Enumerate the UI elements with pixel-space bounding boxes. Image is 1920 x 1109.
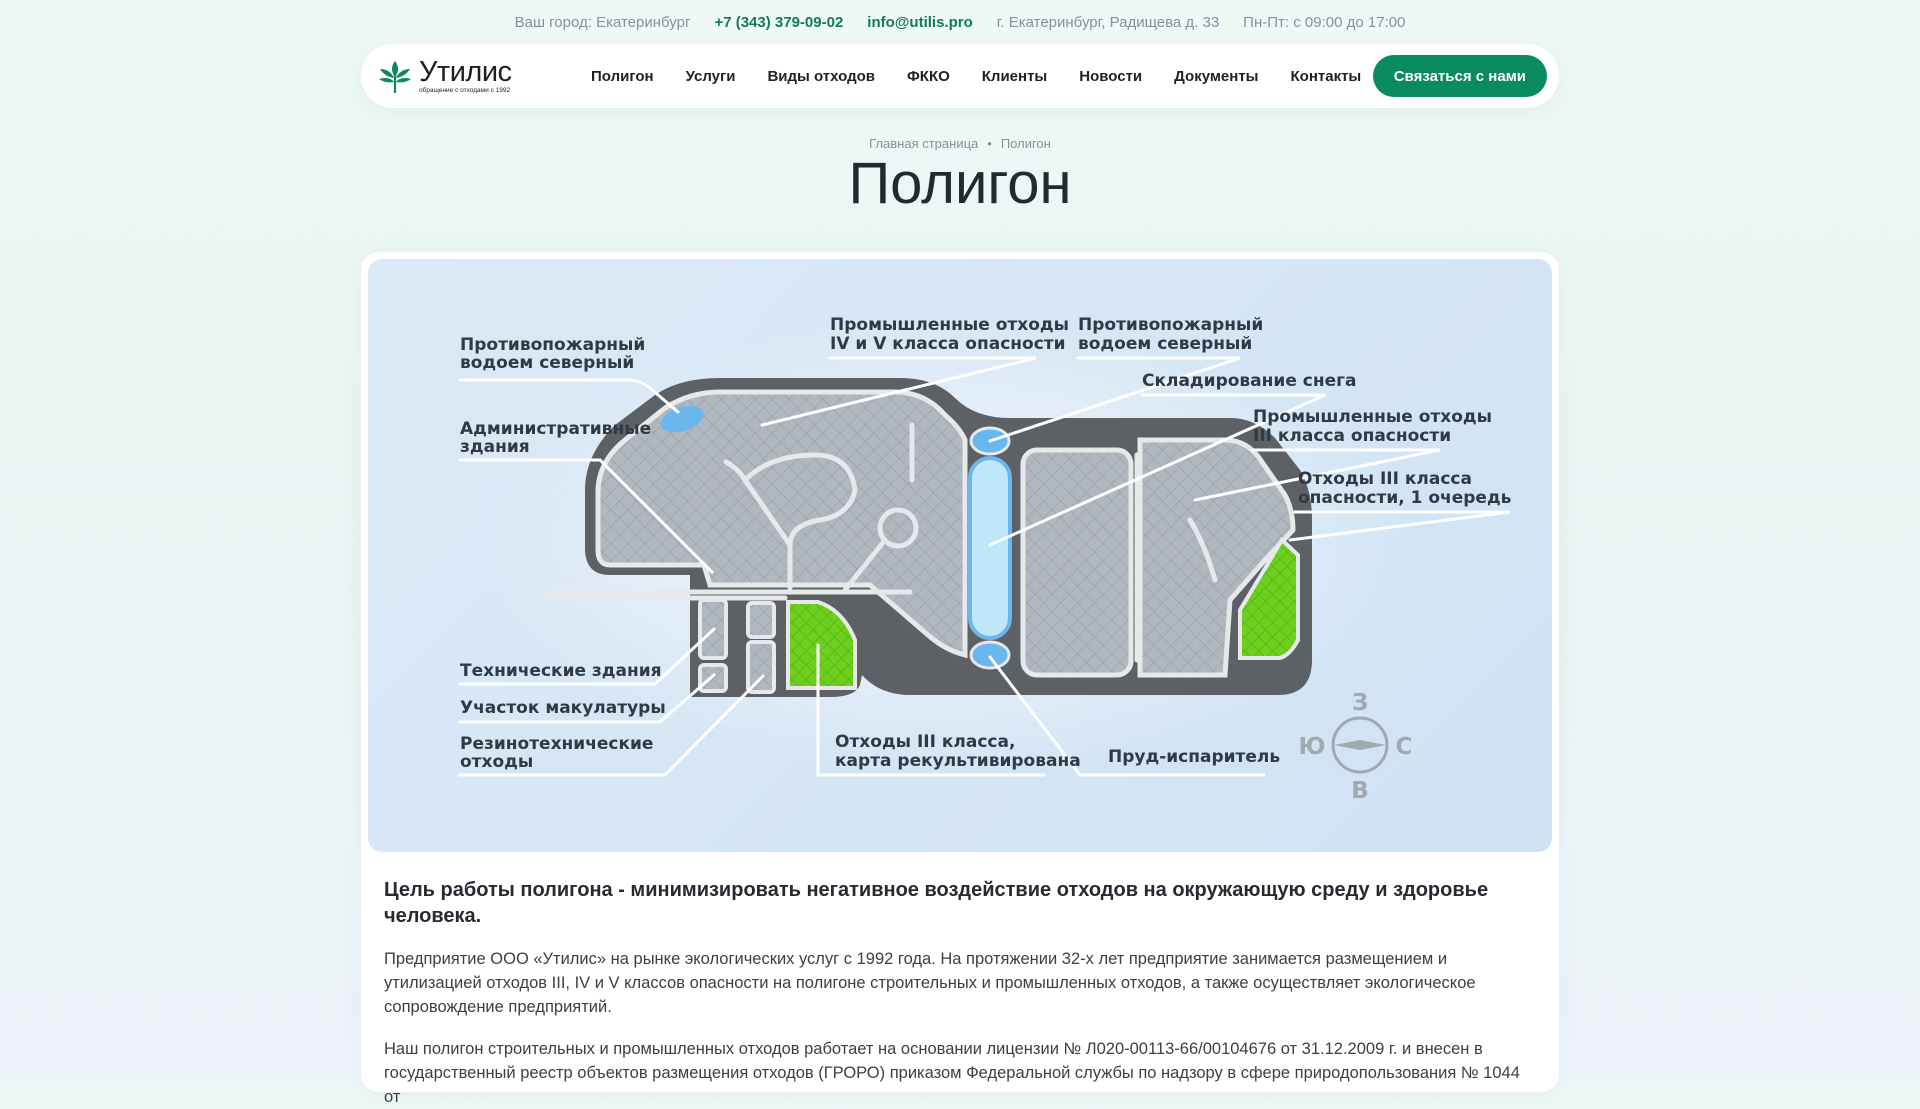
label-fire-north-left-2: водоем северный: [460, 353, 634, 373]
leaf-logo-icon: [379, 61, 411, 93]
label-industrial-iii-1: Промышленные отходы: [1253, 407, 1492, 427]
label-class-iii-first-1: Отходы III класса: [1298, 469, 1472, 489]
breadcrumb: Главная страница • Полигон: [0, 136, 1920, 151]
landfill-map: Противопожарный водоем северный Админист…: [368, 259, 1552, 852]
top-info-bar: Ваш город: Екатеринбург +7 (343) 379-09-…: [0, 0, 1920, 44]
city-label: Ваш город:: [514, 13, 592, 31]
label-fire-north-left-1: Противопожарный: [460, 335, 645, 355]
breadcrumb-current: Полигон: [1000, 136, 1051, 151]
inner-roads: [545, 422, 1218, 663]
nav-item-fkko[interactable]: ФККО: [907, 67, 950, 85]
city-value[interactable]: Екатеринбург: [596, 13, 691, 31]
leader-lines: [458, 356, 1511, 777]
label-pond: Пруд-испаритель: [1108, 747, 1280, 767]
label-rubber-2: отходы: [460, 752, 533, 772]
contact-us-button[interactable]: Связаться с нами: [1372, 55, 1547, 97]
page-title: Полигон: [848, 151, 1072, 216]
cell-middle-a: [1020, 447, 1134, 678]
brand-tagline: обращение с отходами с 1992: [419, 87, 511, 94]
nav-item-news[interactable]: Новости: [1079, 67, 1143, 85]
nav-item-services[interactable]: Услуги: [685, 67, 736, 85]
label-technical: Технические здания: [460, 661, 662, 681]
lead-text: Цель работы полигона - минимизировать не…: [384, 879, 1489, 927]
compass-west: Ю: [1299, 734, 1326, 760]
paragraph-license: Наш полигон строительных и промышленных …: [384, 1040, 1520, 1106]
label-industrial-iv-v-1: Промышленные отходы: [830, 315, 1069, 335]
cell-tech-2: [746, 601, 776, 639]
nav-item-contacts[interactable]: Контакты: [1290, 67, 1362, 85]
label-industrial-iv-v-2: IV и V класса опасности: [830, 334, 1066, 354]
breadcrumb-separator: •: [987, 136, 992, 151]
snow-storage-area: [968, 456, 1012, 640]
label-industrial-iii-2: III класса опасности: [1253, 426, 1451, 446]
phone-link[interactable]: +7 (343) 379-09-02: [714, 13, 844, 31]
cell-rubber: [746, 640, 776, 694]
cell-paper: [698, 663, 728, 693]
label-rubber-1: Резинотехнические: [460, 734, 653, 754]
nav-menu: Полигон Услуги Виды отходов ФККО Клиенты…: [591, 68, 1361, 85]
label-class-iii-first-2: опасности, 1 очередь: [1298, 488, 1511, 508]
breadcrumb-home[interactable]: Главная страница: [869, 136, 979, 151]
city-selector[interactable]: Ваш город: Екатеринбург: [515, 14, 691, 31]
main-navigation: Утилис обращение с отходами с 1992 Полиг…: [361, 44, 1559, 108]
label-snow: Складирование снега: [1142, 371, 1356, 391]
label-fire-north-right-1: Противопожарный: [1078, 315, 1263, 335]
description-content: Цель работы полигона - минимизировать не…: [384, 877, 1534, 1109]
label-reclaimed-2: карта рекультивирована: [835, 751, 1081, 771]
nav-item-waste-types[interactable]: Виды отходов: [767, 67, 875, 85]
label-admin-2: здания: [460, 437, 530, 457]
compass-east: С: [1396, 734, 1413, 760]
address-text: г. Екатеринбург, Радищева д. 33: [996, 13, 1220, 31]
nav-item-poligon[interactable]: Полигон: [591, 67, 654, 85]
label-reclaimed-1: Отходы III класса,: [835, 732, 1015, 752]
paragraph-about: Предприятие ООО «Утилис» на рынке эколог…: [384, 950, 1476, 1016]
content-card: Противопожарный водоем северный Админист…: [361, 252, 1559, 1106]
compass-north: З: [1352, 690, 1368, 716]
cell-class-iii-first-green: [1238, 536, 1300, 660]
brand-name: Утилис: [419, 56, 512, 88]
logo[interactable]: Утилис обращение с отходами с 1992: [377, 57, 527, 95]
nav-item-clients[interactable]: Клиенты: [981, 67, 1048, 85]
email-link[interactable]: info@utilis.pro: [867, 13, 973, 31]
fire-pond-north-left: [660, 405, 704, 433]
nav-item-documents[interactable]: Документы: [1174, 67, 1259, 85]
label-paper: Участок макулатуры: [460, 698, 666, 718]
label-admin-1: Административные: [460, 419, 651, 439]
evaporation-pond: [969, 640, 1011, 670]
cell-reclaimed-green: [786, 600, 857, 690]
working-hours: Пн-Пт: с 09:00 до 17:00: [1243, 13, 1406, 31]
compass-south: В: [1351, 778, 1369, 804]
compass-icon: З В Ю С: [1299, 690, 1413, 804]
label-fire-north-right-2: водоем северный: [1078, 334, 1252, 354]
landfill-map-svg: Противопожарный водоем северный Админист…: [458, 315, 1511, 804]
